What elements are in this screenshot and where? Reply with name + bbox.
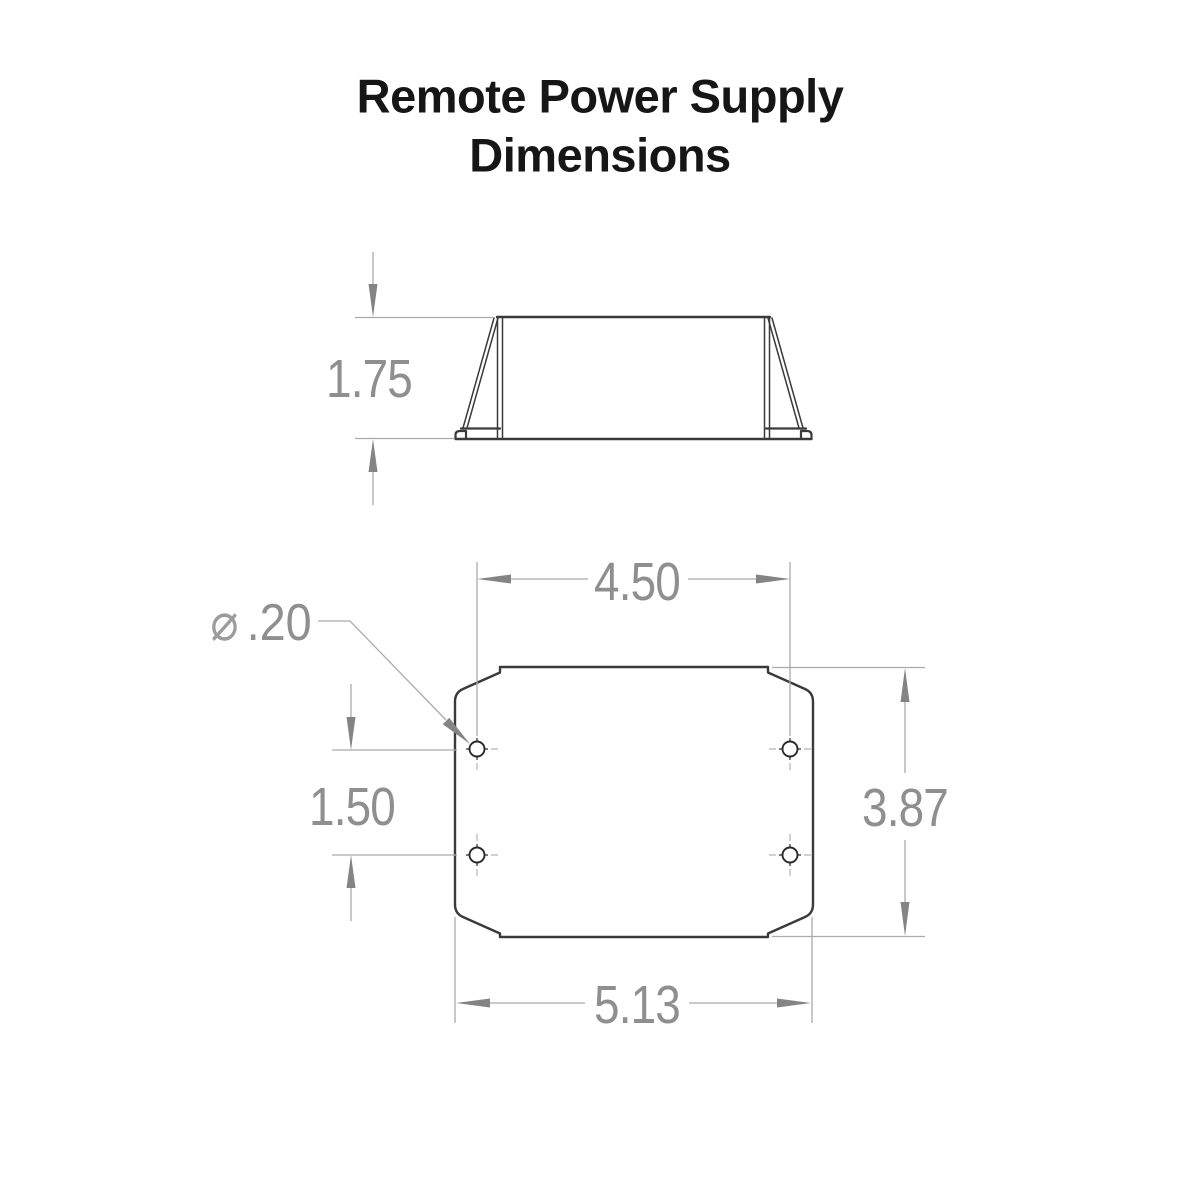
diameter-symbol-icon: ⌀: [210, 594, 239, 652]
hole-centermark: [769, 748, 811, 770]
overall-height-dimension-label: 3.87: [858, 781, 952, 835]
side-height-dimension: [355, 252, 494, 505]
arrowhead: [477, 574, 511, 584]
hole-spacing-height-dimension: [332, 684, 457, 921]
extension-line: [355, 316, 494, 440]
extension-line: [332, 749, 457, 856]
page-title-line2: Dimensions: [469, 128, 731, 182]
arrowhead: [900, 668, 910, 702]
arrowhead: [368, 284, 378, 317]
side-view-right-bracket: [767, 317, 804, 429]
hole-circle: [468, 740, 486, 758]
hole-centermark: [476, 748, 498, 770]
hole-spacing-width-dimension-label: 4.50: [590, 555, 684, 609]
side-view-left-bracket: [462, 317, 499, 429]
arrowhead: [442, 717, 470, 744]
arrowhead: [900, 902, 910, 936]
arrowhead: [456, 998, 490, 1008]
top-view: [453, 665, 815, 939]
hole-circle: [781, 846, 799, 864]
mounting-hole-bottom-left: [466, 834, 498, 876]
arrowhead: [346, 855, 356, 888]
side-view-right-foot: [764, 427, 813, 440]
hole-centermark: [769, 834, 811, 876]
hole-centermark: [476, 834, 498, 876]
extension-line: [454, 917, 813, 1023]
hole-diameter-value: .20: [246, 594, 312, 652]
mounting-hole-bottom-right: [769, 834, 811, 876]
side-view-right-wall: [763, 317, 771, 439]
arrowhead: [756, 574, 790, 584]
arrowhead: [368, 439, 378, 472]
hole-diameter-leader: [318, 620, 470, 744]
side-height-dimension-label: 1.75: [322, 352, 416, 406]
side-view: [454, 315, 813, 441]
mounting-hole-top-right: [769, 738, 811, 770]
hole-diameter-label: ⌀ .20: [210, 597, 311, 649]
page-title-line1: Remote Power Supply: [356, 69, 844, 123]
hole-circle: [468, 846, 486, 864]
arrowhead: [346, 717, 356, 750]
hole-spacing-width-dimension: [476, 562, 791, 736]
side-view-left-foot: [454, 427, 502, 440]
side-view-left-wall: [496, 317, 504, 439]
hole-spacing-height-dimension-label: 1.50: [305, 780, 399, 834]
mounting-hole-top-left: [466, 738, 498, 770]
arrowhead: [777, 998, 811, 1008]
extension-line: [476, 562, 791, 736]
overall-height-dimension: [772, 666, 925, 938]
leader-line: [318, 620, 447, 721]
extension-line: [772, 666, 925, 938]
hole-circle: [781, 740, 799, 758]
overall-width-dimension-label: 5.13: [590, 978, 684, 1032]
top-view-outline: [453, 665, 815, 939]
overall-width-dimension: [454, 917, 813, 1023]
